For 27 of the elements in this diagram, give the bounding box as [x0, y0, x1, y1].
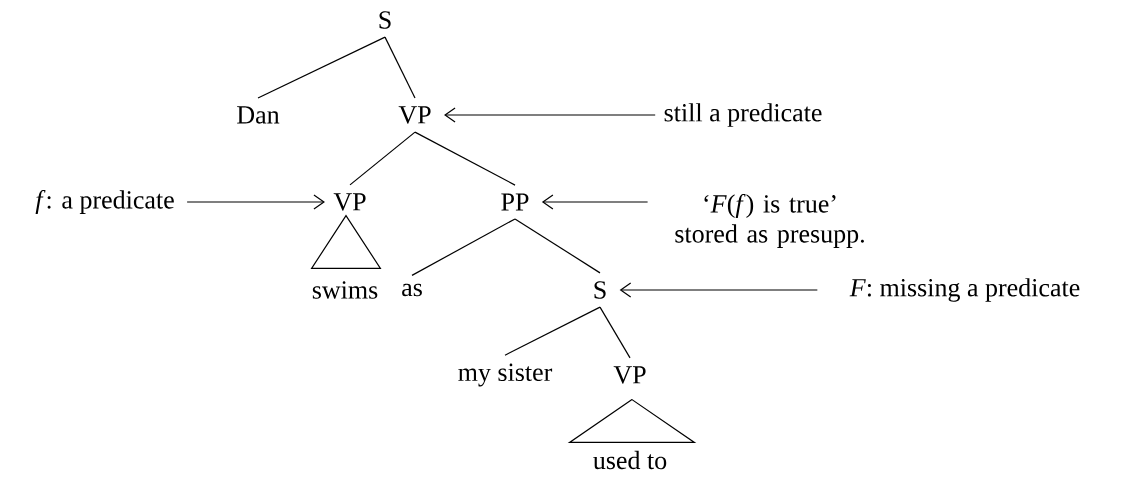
tree-branch [349, 131, 416, 186]
tree-label: used to [593, 450, 667, 470]
annotation-text: still a predicate [664, 103, 822, 127]
arrow [444, 107, 656, 123]
tree-label: VP [398, 106, 431, 124]
tree-label: S [379, 11, 391, 29]
tree-label: swims [312, 281, 378, 299]
annotation-text: F: missing a predicate [849, 278, 1080, 302]
tree-branch [504, 306, 601, 356]
tree-label: VP [333, 193, 366, 211]
annotation-text: f: a predicate [35, 190, 174, 214]
tree-label: Dan [237, 106, 280, 124]
tree-label: S [594, 281, 606, 299]
arrow [186, 194, 325, 210]
tree-label: as [402, 283, 422, 297]
tree-branch [514, 218, 601, 274]
tree-label: my sister [458, 363, 553, 387]
arrow [619, 282, 818, 298]
tree-branch [599, 306, 631, 359]
annotation-text: ‘F(f) is true’ stored as presupp. [675, 194, 864, 248]
tree-branch [257, 36, 386, 99]
tree-branch [414, 131, 516, 186]
tree-branch [411, 218, 516, 276]
tree-branch [384, 36, 416, 99]
arrow [541, 194, 649, 210]
tree-label: VP [613, 366, 646, 384]
tree-label: PP [501, 193, 529, 211]
